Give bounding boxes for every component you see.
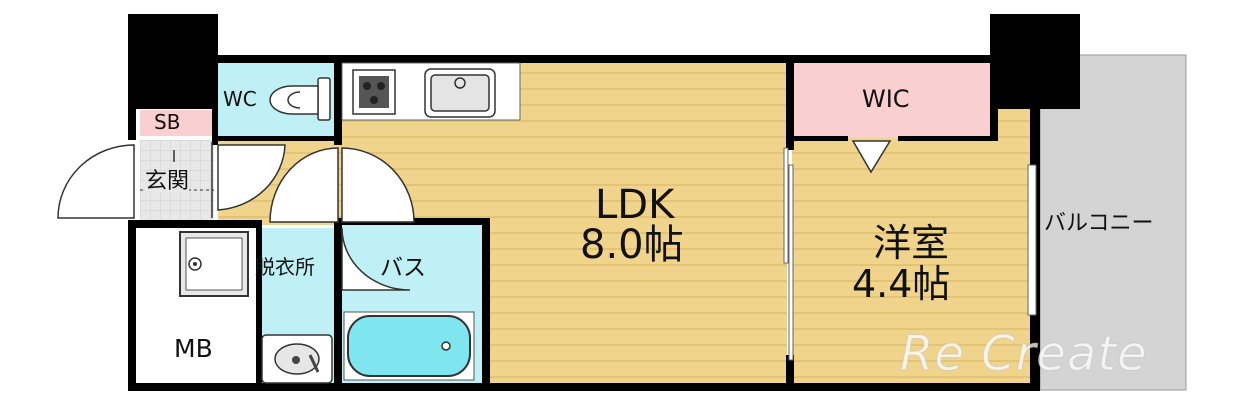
datsuijo-label: 脱衣所 <box>255 255 315 279</box>
stove-icon <box>352 69 396 115</box>
watermark-label: Re Create <box>900 326 1148 382</box>
genkan-label: 玄関 <box>145 169 190 194</box>
ldk-name-label: LDK <box>595 182 675 228</box>
balcony-window <box>1027 164 1037 316</box>
balcony-label: バルコニー <box>1044 211 1154 236</box>
wc-label: WC <box>223 87 257 111</box>
washbasin-icon <box>261 334 333 384</box>
yoshitsu-size-label: 4.4帖 <box>852 262 951 306</box>
wic-door-icon <box>851 140 892 174</box>
yoshitsu-floor <box>792 108 1032 385</box>
sink-icon <box>424 68 496 118</box>
balcony-area <box>1039 54 1187 391</box>
toilet-icon <box>269 77 331 121</box>
sliding-door <box>783 147 794 361</box>
mb-label: MB <box>174 334 213 363</box>
wic-label: WIC <box>862 85 910 113</box>
yoshitsu-name-label: 洋室 <box>873 221 950 265</box>
washer-pan-icon <box>179 231 249 297</box>
bathtub-icon <box>343 311 475 381</box>
sb-label: SB <box>154 110 181 134</box>
doors <box>57 144 415 291</box>
sb-area <box>140 110 212 136</box>
wic-area <box>792 63 990 138</box>
ldk-size-label: 8.0帖 <box>580 222 684 268</box>
bath-label: バス <box>380 255 426 281</box>
